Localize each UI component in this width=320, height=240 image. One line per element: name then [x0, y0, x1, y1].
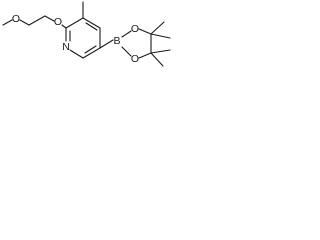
- bond-lower-methyl-1: [150, 49, 171, 54]
- ring-double-c3-c4: [85, 22, 98, 31]
- atom-oxygen-boronate-upper: O: [131, 23, 139, 35]
- bond-boron-oxygen-upper: [121, 30, 132, 38]
- bond-methyl-oxygen: [2, 19, 13, 26]
- bond-upper-methyl-1: [150, 21, 165, 35]
- ring-bond-c6-n: [69, 49, 84, 59]
- bond-oxygen-ch2: [19, 19, 30, 26]
- bond-ring-boron: [99, 39, 114, 49]
- bond-layer: [2, 1, 171, 67]
- bond-boron-oxygen-lower: [121, 46, 132, 57]
- bond-lower-methyl-2: [150, 52, 164, 67]
- atom-oxygen-terminal: O: [12, 13, 20, 25]
- bond-oxygen-ring: [61, 24, 67, 29]
- chemical-structure-diagram: O O N B O O: [2, 1, 171, 67]
- bond-ch2-ch2: [28, 15, 46, 26]
- ring-bond-c5-c6: [82, 47, 101, 59]
- bond-oxygen-upper-carbon: [138, 28, 152, 35]
- ring-bond-c2-c3: [65, 17, 84, 29]
- atom-nitrogen-ring: N: [62, 41, 70, 53]
- atom-boron: B: [113, 35, 120, 47]
- ring-bond-c3-c4: [82, 17, 101, 29]
- atom-oxygen-boronate-lower: O: [131, 53, 139, 65]
- bond-upper-methyl-2: [150, 33, 171, 39]
- bond-ch2-aryl-oxygen: [44, 15, 55, 22]
- atom-oxygen-aryl: O: [54, 16, 62, 28]
- bond-oxygen-lower-carbon: [138, 52, 152, 59]
- atom-label-layer: O O N B O O: [12, 13, 139, 65]
- ring-double-c5-c6: [84, 45, 97, 54]
